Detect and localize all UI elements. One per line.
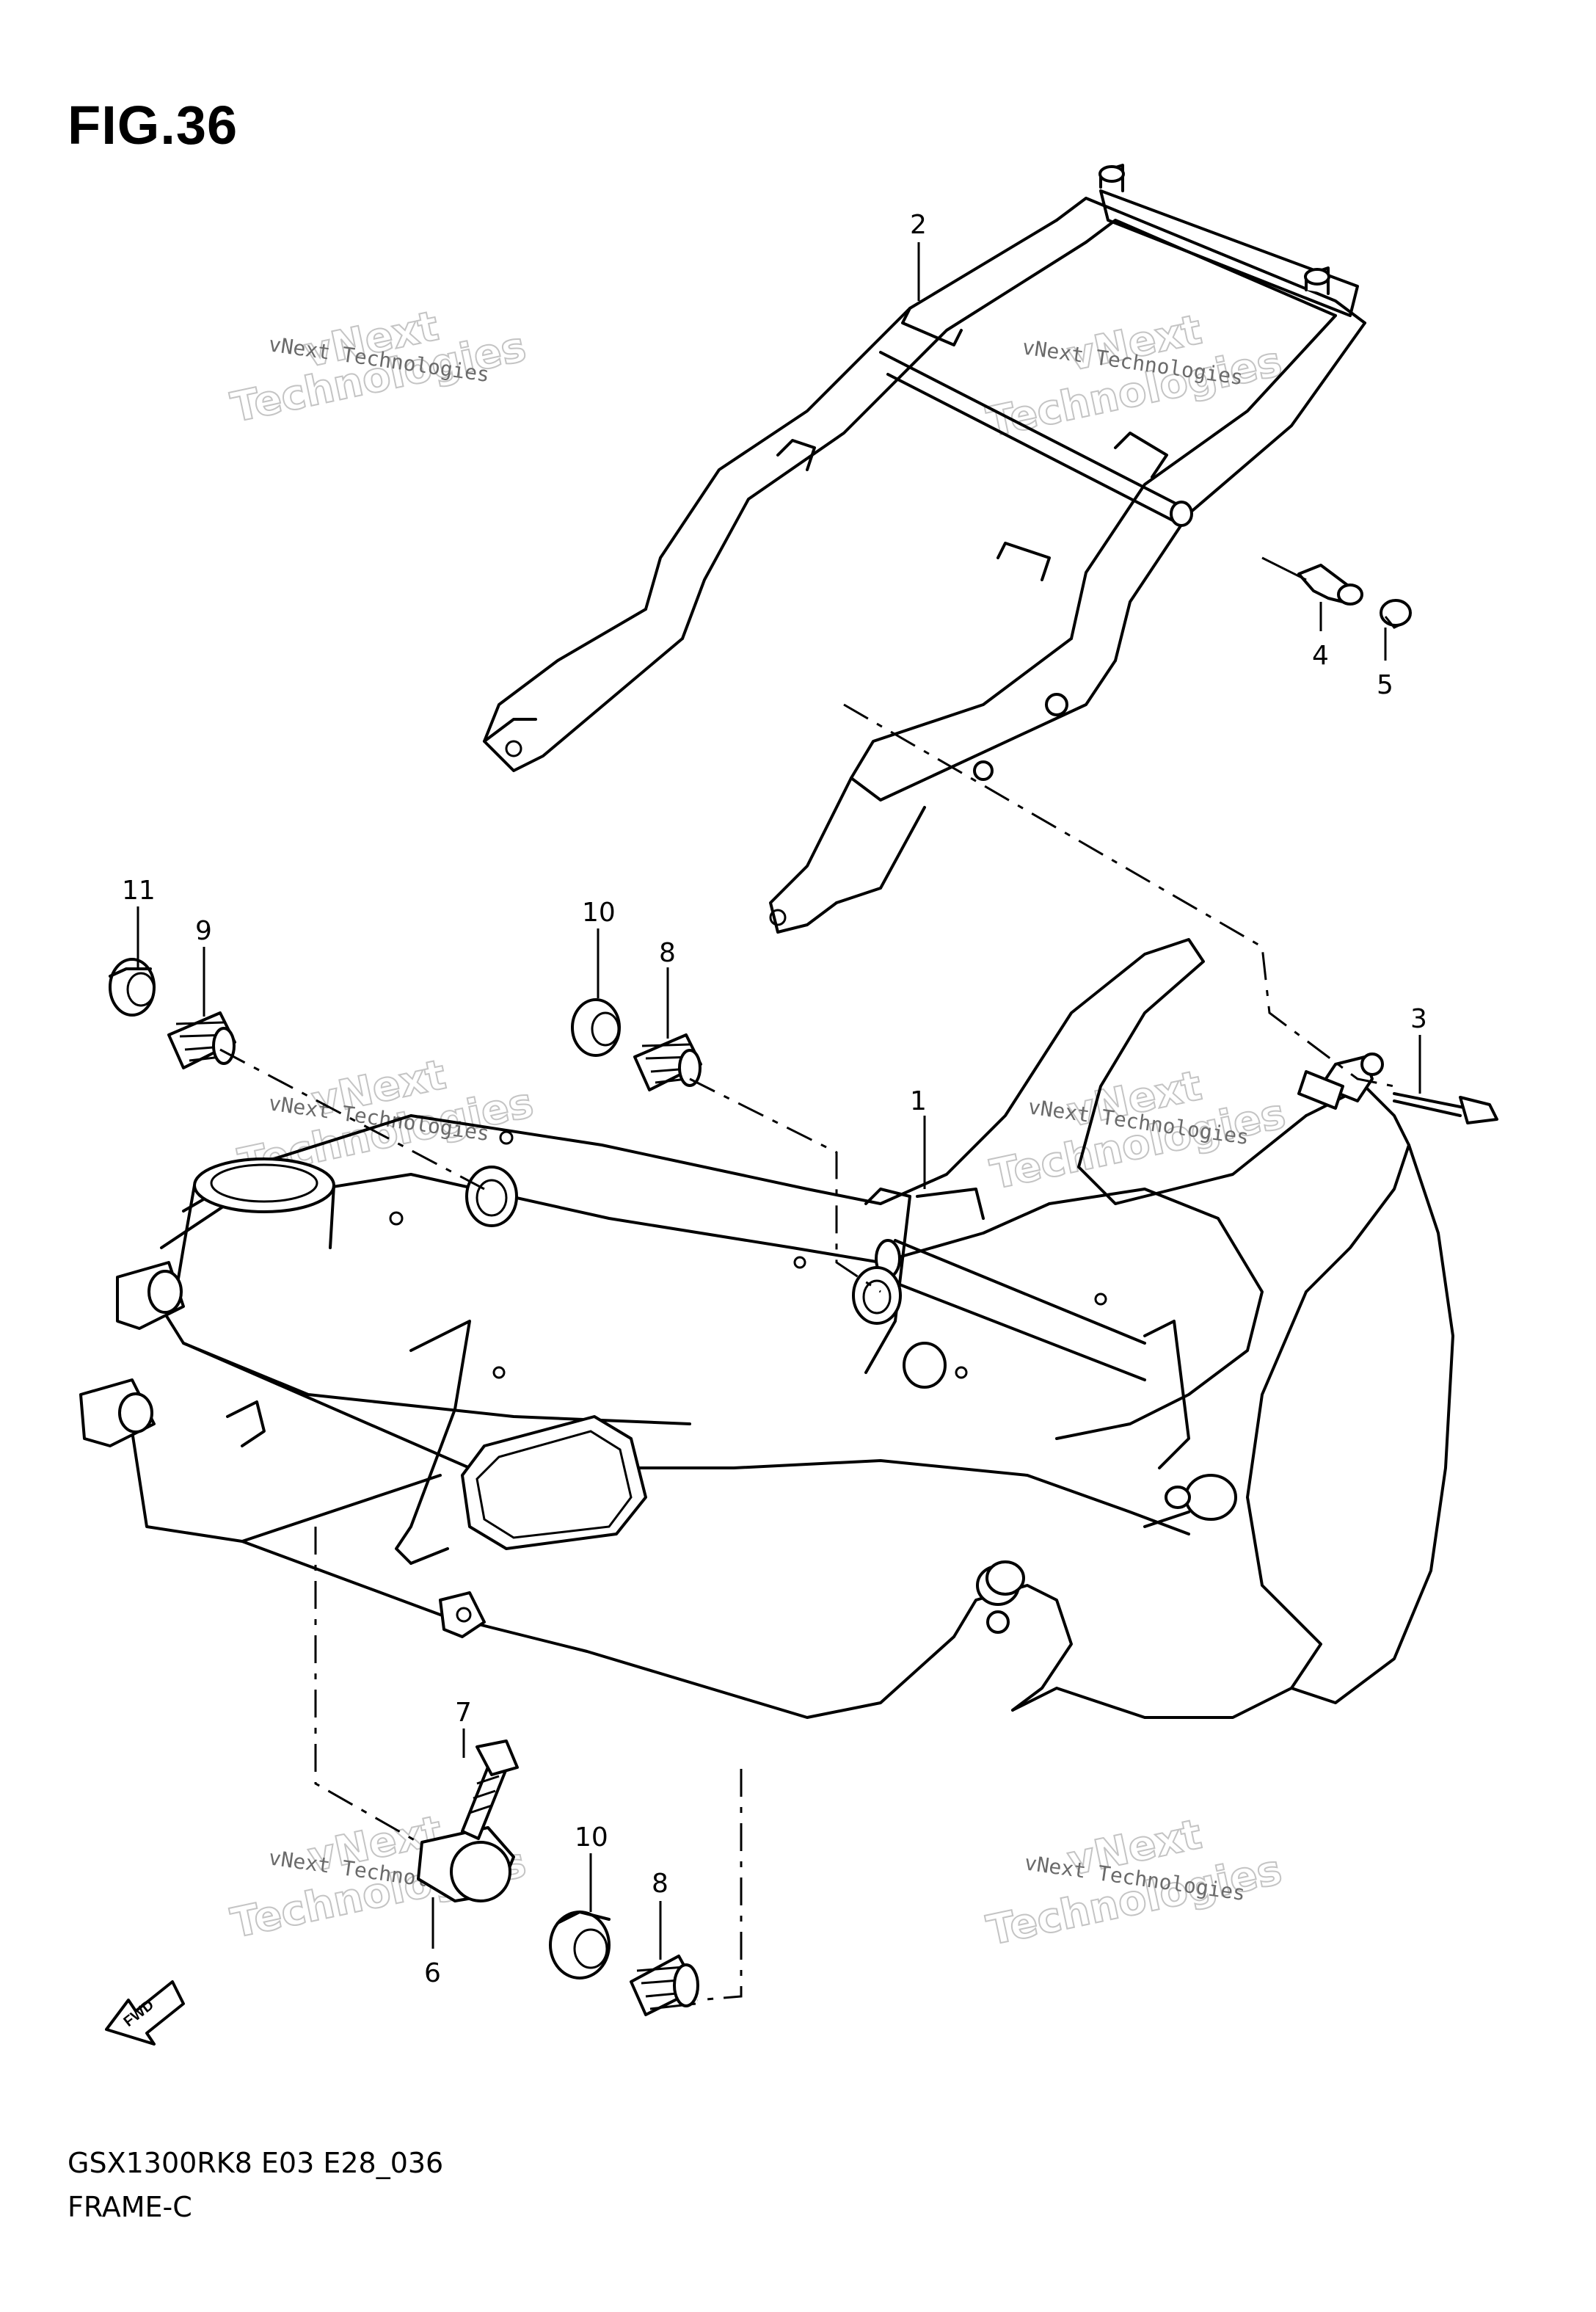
spacer-part-8-lower [630,1955,699,2016]
callout-8-lower: 8 [652,1869,668,1899]
watermark-bottom-right: Technologies vNext vNext Technologies [982,1810,1286,1956]
callout-3: 3 [1410,1004,1427,1034]
fwd-arrow-icon: FWD [105,1980,185,2046]
callout-7: 7 [455,1698,472,1728]
callout-6: 6 [424,1958,441,1988]
assembly-lines [219,703,1395,2002]
collar-part-6 [417,1826,515,1902]
cap-part-5 [1380,599,1412,629]
spacer-part-9 [167,1011,236,1069]
engine-mount-part-11 [109,958,156,1017]
engine-mount-part-10-lower [549,1911,611,1980]
callout-4: 4 [1312,641,1329,671]
callout-10-lower: 10 [575,1822,608,1853]
figure-title: FIG.36 [68,95,238,156]
callout-1: 1 [910,1086,927,1116]
bolt-part-3 [1393,1092,1498,1124]
callout-5: 5 [1377,670,1393,700]
leader-lines [136,242,1421,1960]
watermark-top-left: Technologies vNext vNext Technologies [226,302,531,433]
watermark-mid-right: Technologies vNext vNext Technologies [985,1061,1290,1200]
bolt-part-4 [1261,556,1363,606]
callout-9: 9 [195,916,212,946]
bolt-part-7 [461,1740,519,1840]
callout-10-upper: 10 [582,898,616,928]
callout-8-upper: 8 [659,938,676,968]
callout-2: 2 [910,210,927,240]
engine-mount-part-10-upper [571,998,621,1057]
model-code: GSX1300RK8 E03 E28_036 [68,2147,444,2179]
section-name: FRAME-C [68,2191,192,2223]
callout-numbers: 1 2 3 4 5 6 7 8 8 9 10 10 11 [122,210,1427,1988]
seat-rail-subframe [483,164,1366,934]
main-frame [79,938,1454,1719]
callout-11: 11 [122,876,156,906]
watermark-top-right: Technologies vNext vNext Technologies [982,305,1286,448]
spacer-part-8-upper [633,1033,702,1091]
